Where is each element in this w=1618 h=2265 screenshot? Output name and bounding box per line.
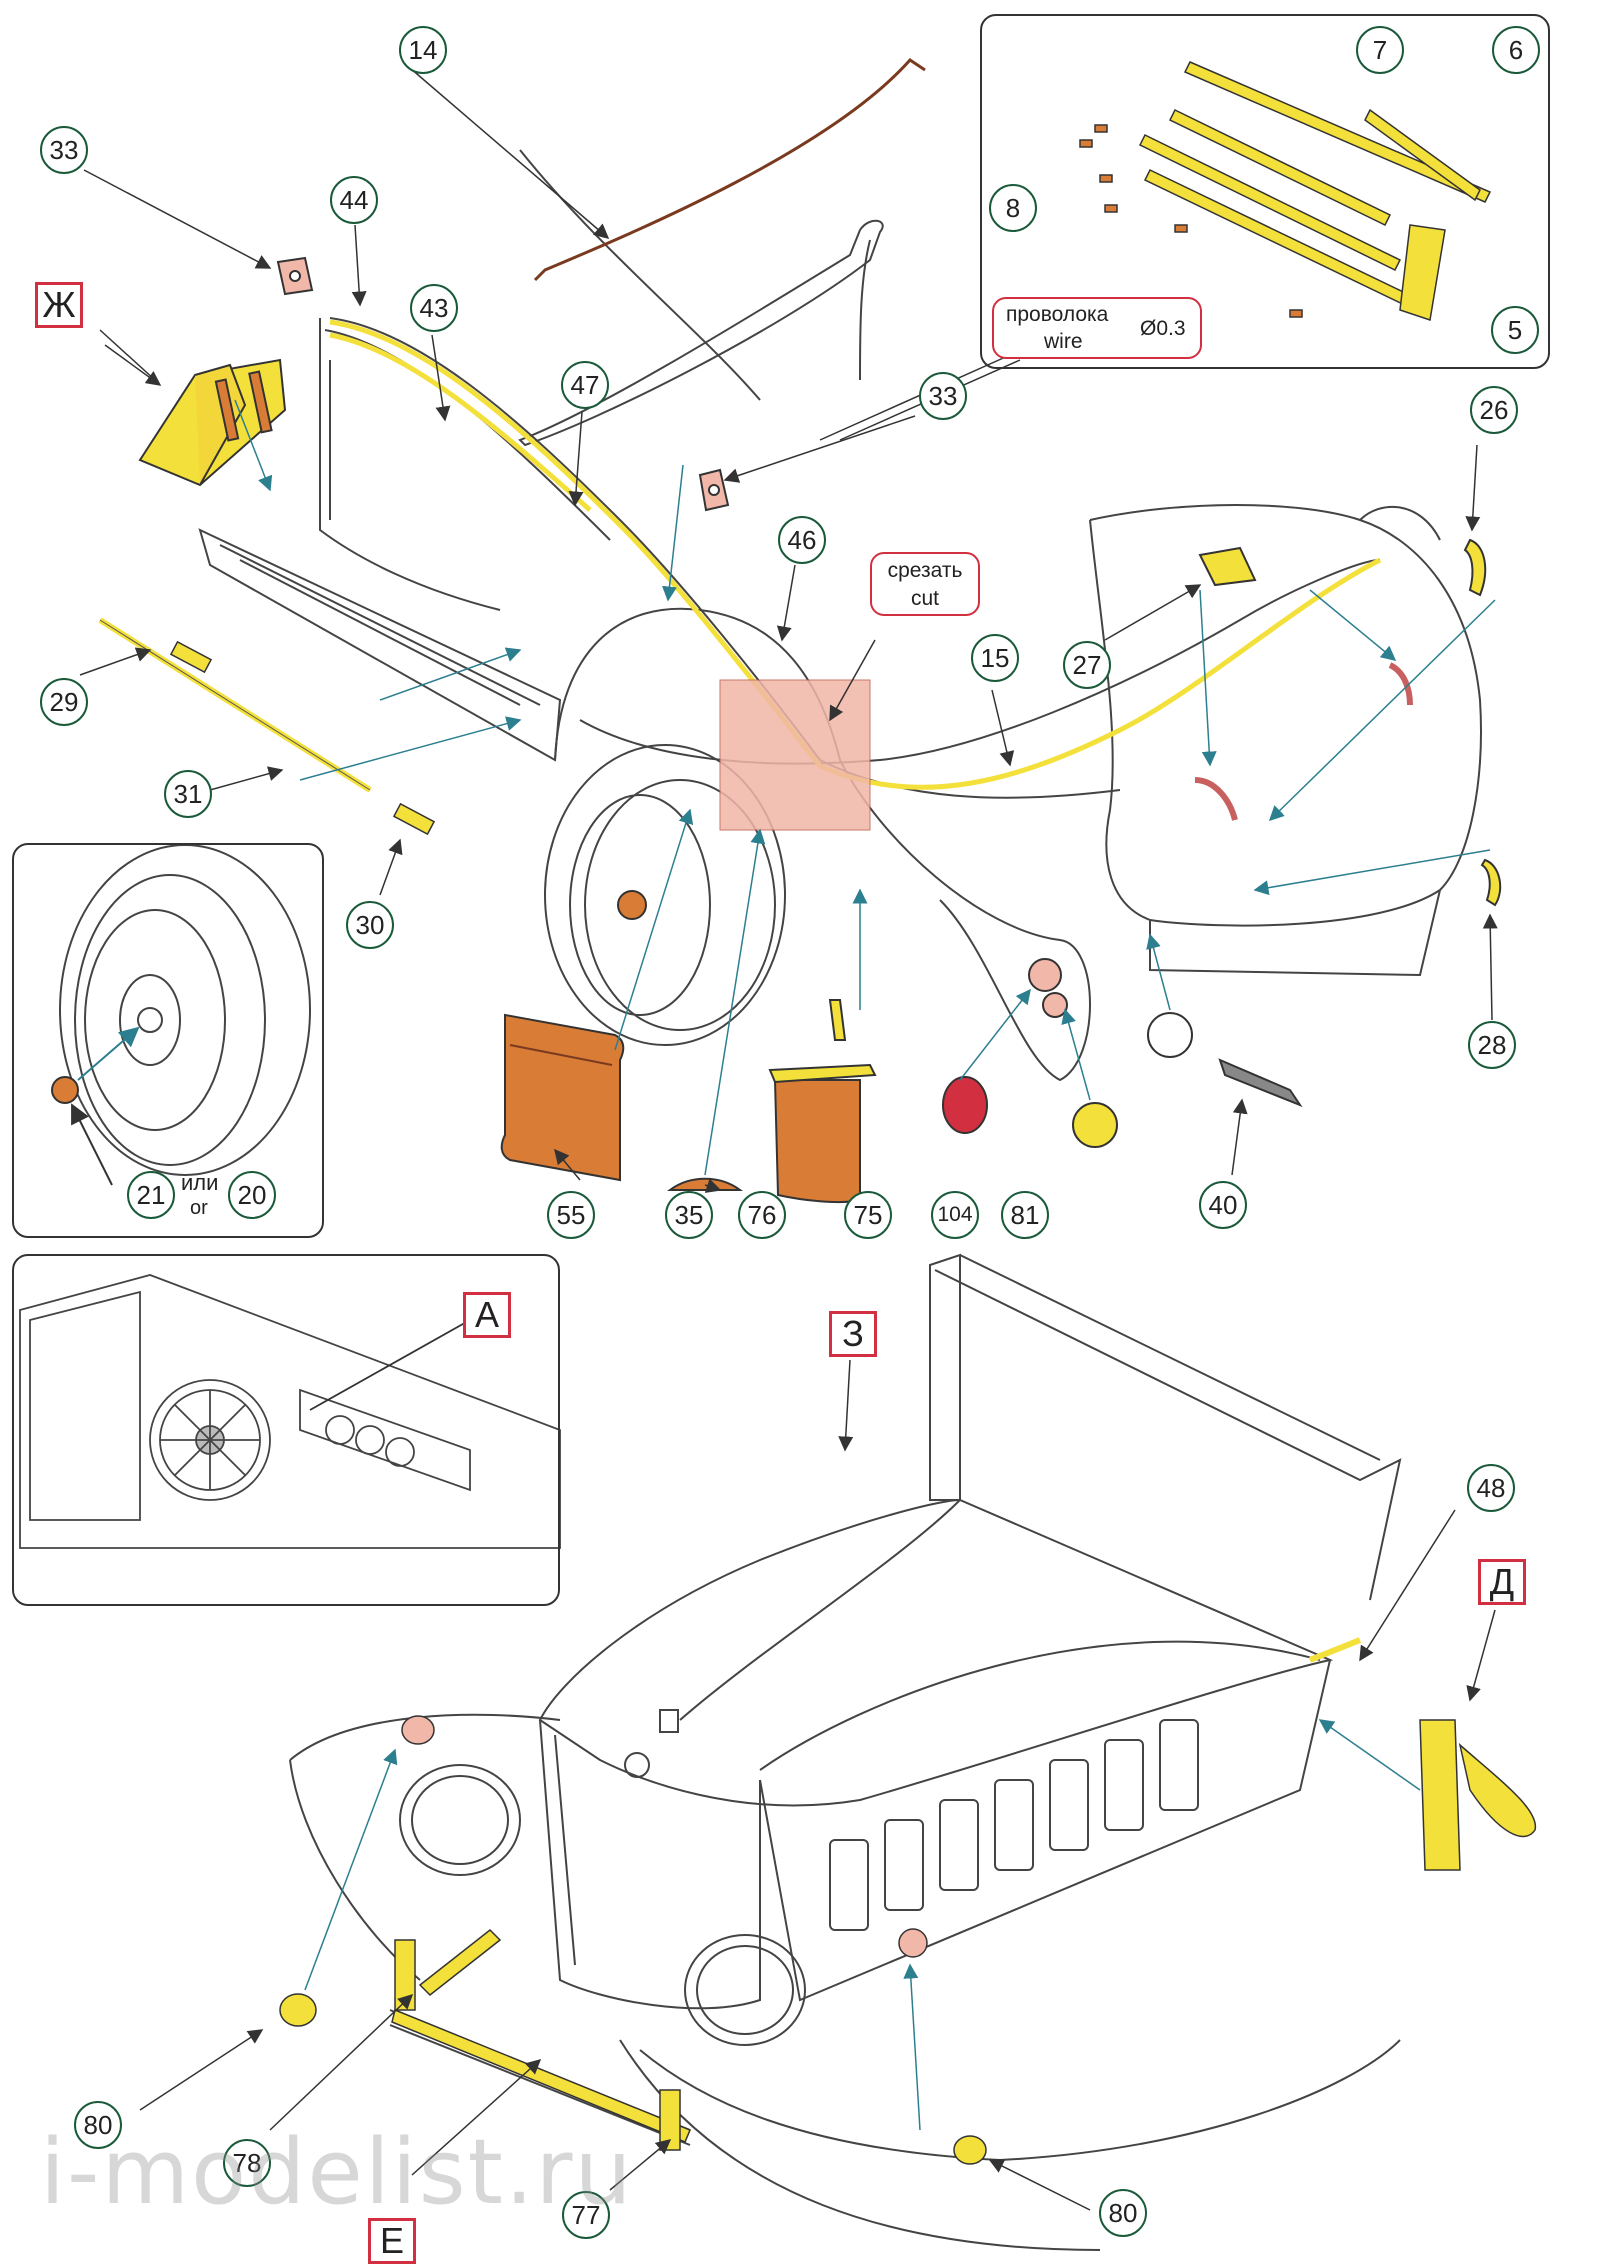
- callout-7: 7: [1356, 26, 1404, 74]
- callout-104: 104: [931, 1191, 979, 1239]
- callout-48: 48: [1467, 1464, 1515, 1512]
- callout-33: 33: [40, 126, 88, 174]
- wheel-inset-drawing: [51, 844, 311, 1186]
- leader-lines: [79, 67, 1498, 1193]
- cut-note: срезать cut: [870, 552, 980, 616]
- callout-81: 81: [1001, 1191, 1049, 1239]
- callout-31: 31: [164, 770, 212, 818]
- callout-40: 40: [1199, 1181, 1247, 1229]
- frame-parts-inset-drawing: [1079, 61, 1492, 321]
- callout-30: 30: [346, 901, 394, 949]
- cut-note-en: cut: [910, 587, 939, 610]
- small-parts-row: [500, 958, 1303, 1204]
- toolbox-part: [138, 358, 287, 487]
- wire-part-14: [533, 58, 926, 282]
- trunk-fittings: [1194, 538, 1502, 907]
- callout-80: 80: [74, 2101, 122, 2149]
- running-board-strip: [98, 617, 436, 836]
- dashboard-inset: [12, 1254, 560, 1606]
- label-d: Д: [1478, 1559, 1526, 1605]
- cut-note-ru: срезать: [887, 559, 963, 582]
- label-e: Е: [368, 2218, 416, 2264]
- callout-26: 26: [1470, 386, 1518, 434]
- callout-76: 76: [738, 1191, 786, 1239]
- front-yellow-parts: [279, 1637, 1537, 2165]
- callout-55: 55: [547, 1191, 595, 1239]
- callout-44: 44: [330, 176, 378, 224]
- callout-15: 15: [971, 634, 1019, 682]
- callout-75: 75: [844, 1191, 892, 1239]
- wire-note: проволока wire Ø0.3: [992, 297, 1202, 359]
- wire-note-ru: проволока: [1006, 303, 1109, 326]
- callout-6: 6: [1492, 26, 1540, 74]
- cut-area-46: [719, 679, 871, 831]
- wheel-inset: [12, 843, 324, 1238]
- callout-78: 78: [223, 2139, 271, 2187]
- dashboard-inset-drawing: [19, 1274, 561, 1549]
- callout-27: 27: [1063, 641, 1111, 689]
- watermark: i-modelist.ru: [40, 2120, 634, 2225]
- front-leader-lines: [99, 329, 1496, 2211]
- callout-5: 5: [1491, 306, 1539, 354]
- callout-33-b: 33: [919, 372, 967, 420]
- callout-43: 43: [410, 284, 458, 332]
- wire-note-en: wire: [1044, 330, 1083, 353]
- callout-46: 46: [778, 516, 826, 564]
- callout-8: 8: [989, 184, 1037, 232]
- callout-21: 21: [127, 1171, 175, 1219]
- callout-35: 35: [665, 1191, 713, 1239]
- or-en: or: [190, 1197, 208, 1219]
- wire-note-diameter: Ø0.3: [1140, 317, 1186, 340]
- callout-14: 14: [399, 26, 447, 74]
- label-z: З: [829, 1311, 877, 1357]
- callout-80-b: 80: [1099, 2189, 1147, 2237]
- callout-20: 20: [228, 1171, 276, 1219]
- rear-wheel: [544, 744, 786, 1046]
- callout-77: 77: [562, 2191, 610, 2239]
- callout-28: 28: [1468, 1021, 1516, 1069]
- label-a: А: [463, 1292, 511, 1338]
- callout-29: 29: [40, 678, 88, 726]
- callout-47: 47: [561, 361, 609, 409]
- label-zh: Ж: [35, 282, 83, 328]
- frame-parts-inset: [980, 14, 1550, 369]
- or-ru: или: [181, 1170, 219, 1195]
- gasket-part-33: [276, 256, 730, 512]
